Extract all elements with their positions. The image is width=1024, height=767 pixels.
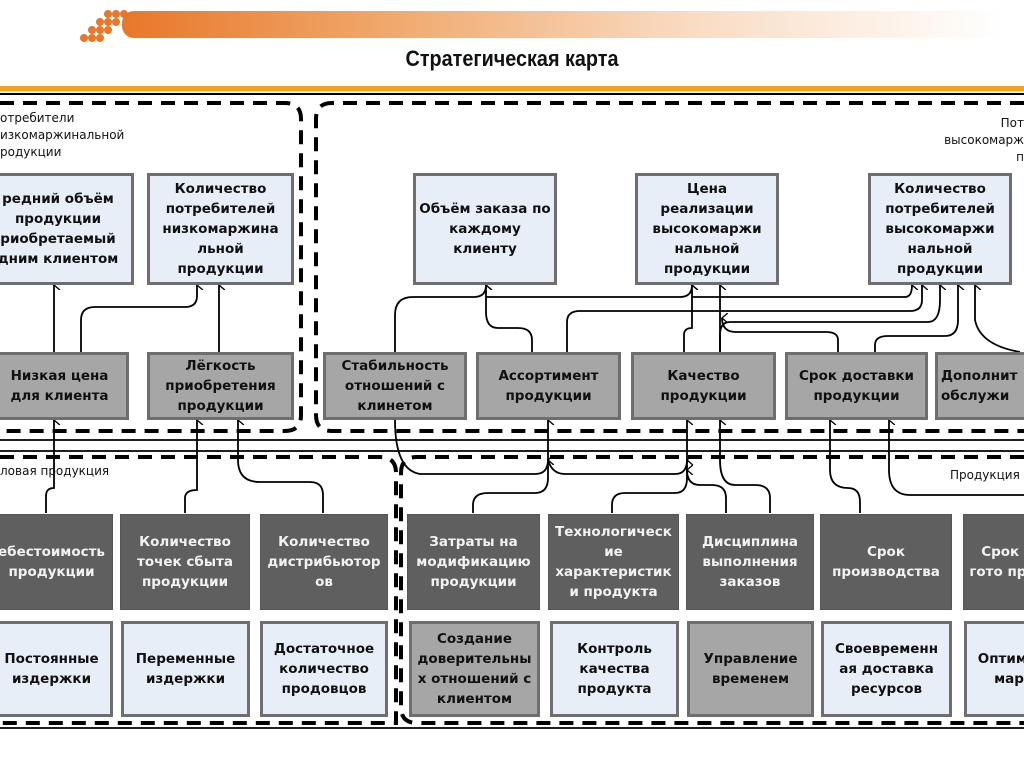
arrow <box>687 470 727 513</box>
region-label-line: отребители <box>0 111 75 125</box>
node-quality-control[interactable]: Контроль качества продукта <box>550 621 679 717</box>
node-order-volume-per-client[interactable]: Объём заказа по каждому клиенту <box>413 173 557 285</box>
node-order-discipline[interactable]: Дисциплина выполнения заказов <box>686 514 814 610</box>
region-label-line: п <box>1016 150 1024 164</box>
arrow <box>486 285 533 352</box>
arrow <box>889 420 1024 496</box>
arrow <box>830 420 861 513</box>
region-high-margin-products <box>399 455 1024 725</box>
node-high-margin-consumer-count[interactable]: Количество потребителей высокомаржи наль… <box>868 173 1012 285</box>
node-finished-goods-delivery[interactable]: Срок д гото прод <box>963 514 1024 610</box>
arrow <box>692 285 912 298</box>
node-distributors-count[interactable]: Количество дистрибьютор ов <box>260 514 388 610</box>
arrow <box>547 460 687 475</box>
node-timely-resources[interactable]: Своевременн ая доставка ресурсов <box>821 621 952 717</box>
header-gradient-bar <box>122 11 1002 38</box>
region-label-high-margin-products: Продукция <box>950 468 1020 482</box>
arrow <box>611 420 687 513</box>
arrow <box>722 318 839 352</box>
node-optimal-routes[interactable]: Оптим я мар <box>964 621 1024 717</box>
node-product-cost[interactable]: ебестоимость продукции <box>0 514 113 610</box>
arrow <box>184 420 197 513</box>
region-label-line: Пот <box>1000 116 1024 130</box>
arrow <box>720 420 771 513</box>
title-rule-black <box>0 93 1024 95</box>
node-relationship-stability[interactable]: Стабильность отношений с клинетом <box>323 352 467 420</box>
region-high-margin-consumers <box>314 101 1024 433</box>
arrow <box>566 285 922 352</box>
node-extra-service[interactable]: Дополнит обслужи <box>935 352 1024 420</box>
arrow <box>486 285 692 298</box>
arrow <box>394 419 548 475</box>
region-low-margin-products <box>0 455 398 725</box>
node-avg-volume-per-client[interactable]: редний объём продукции риобретаемый дним… <box>0 173 134 285</box>
node-modification-costs[interactable]: Затраты на модификацию продукции <box>407 514 540 610</box>
region-label-line: высокомарж <box>944 133 1024 147</box>
logo-dots-icon <box>80 10 128 42</box>
node-production-time[interactable]: Срок производства <box>820 514 952 610</box>
page-title: Стратегическая карта <box>405 46 619 71</box>
arrow <box>472 420 548 513</box>
node-fixed-costs[interactable]: Постоянные издержки <box>0 621 113 717</box>
arrow <box>394 285 486 352</box>
arrow <box>874 285 958 352</box>
node-product-quality[interactable]: Качество продукции <box>631 352 776 420</box>
region-label-low-margin-consumers: отребители изкомаржинальной родукции <box>0 110 124 161</box>
region-label-low-margin-products: ловая продукция <box>0 464 110 478</box>
node-variable-costs[interactable]: Переменные издержки <box>121 621 250 717</box>
node-delivery-time[interactable]: Срок доставки продукции <box>785 352 928 420</box>
node-time-management[interactable]: Управление временем <box>687 621 814 717</box>
arrow <box>80 285 197 352</box>
node-ease-of-purchase[interactable]: Лёгкость приобретения продукции <box>147 352 294 420</box>
node-high-margin-price[interactable]: Цена реализации высокомаржи нальной прод… <box>635 173 779 285</box>
arrow <box>238 420 324 513</box>
arrow <box>683 285 692 352</box>
region-label-line: изкомаржинальной <box>0 128 125 142</box>
arrow <box>719 285 940 352</box>
arrow <box>45 420 54 513</box>
title-rule-orange <box>0 86 1024 91</box>
region-label-high-margin-consumers: Пот высокомарж п <box>944 115 1024 166</box>
node-tech-specs[interactable]: Технологическ ие характеристик и продукт… <box>548 514 679 610</box>
node-low-price[interactable]: Низкая цена для клиента <box>0 352 129 420</box>
node-low-margin-consumer-count[interactable]: Количество потребителей низкомаржина льн… <box>147 173 294 285</box>
node-trust-relationships[interactable]: Создание доверительны х отношений с клие… <box>409 621 540 717</box>
node-sales-points-count[interactable]: Количество точек сбыта продукции <box>120 514 250 610</box>
node-assortment[interactable]: Ассортимент продукции <box>476 352 621 420</box>
region-label-line: родукции <box>0 145 62 159</box>
region-low-margin-consumers <box>0 101 303 433</box>
node-enough-sellers[interactable]: Достаточное количество продовцов <box>260 621 388 717</box>
arrow <box>975 285 1021 353</box>
